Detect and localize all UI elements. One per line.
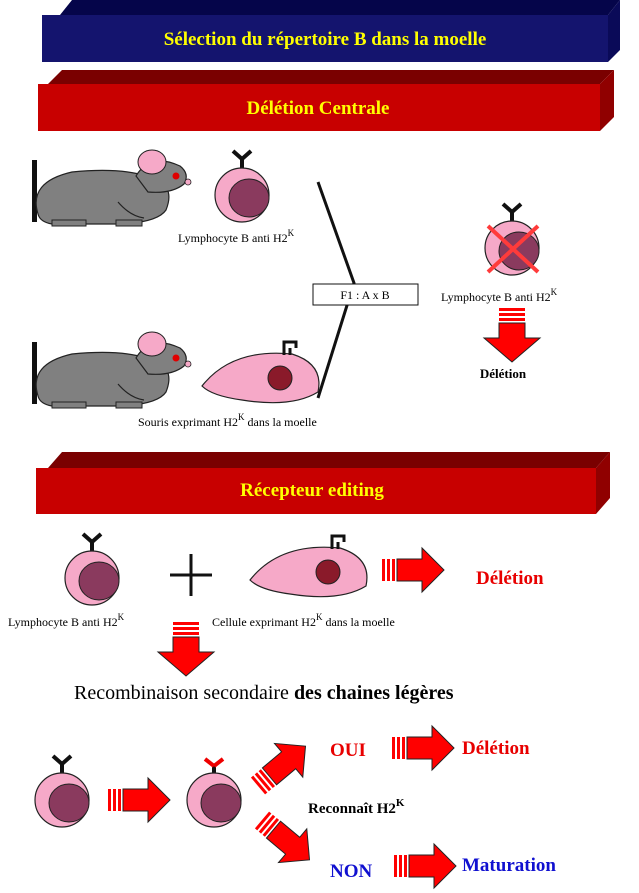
block-arrow-icon-right-1 bbox=[381, 547, 445, 593]
maturation-label: Maturation bbox=[462, 855, 556, 876]
cross-bracket bbox=[316, 181, 356, 399]
block-arrow-icon-down-1 bbox=[483, 307, 541, 363]
block-arrow-icon-right-4 bbox=[393, 843, 457, 889]
block-arrow-icon-up-diagonal bbox=[243, 728, 321, 804]
deletion-label-3: Délétion bbox=[462, 738, 530, 759]
deletion-label-1: Délétion bbox=[480, 366, 527, 381]
cross-box bbox=[312, 283, 419, 306]
mouse-label: Souris exprimant H2K dans la moelle bbox=[138, 412, 317, 429]
cross-out-icon bbox=[486, 224, 540, 274]
section2-banner: Récepteur editing bbox=[36, 452, 610, 514]
b-cell-icon-initial bbox=[33, 754, 91, 829]
main-title-banner: Sélection du répertoire B dans la moelle bbox=[42, 0, 620, 62]
b-cell-icon-editing bbox=[63, 532, 121, 607]
oui-label: OUI bbox=[330, 740, 366, 761]
lymphocyte-label-top: Lymphocyte B anti H2K bbox=[178, 228, 295, 245]
section1-title: Délétion Centrale bbox=[247, 98, 390, 119]
b-cell-icon-deleted bbox=[483, 202, 541, 277]
block-arrow-icon-down-2 bbox=[157, 621, 215, 677]
stromal-cell-icon-editing bbox=[248, 534, 369, 599]
result-label: Lymphocyte B anti H2K bbox=[441, 287, 558, 304]
stromal-cell-icon-top bbox=[200, 340, 321, 405]
cell-label-editing: Cellule exprimant H2K dans la moelle bbox=[212, 612, 395, 629]
main-title: Sélection du répertoire B dans la moelle bbox=[164, 29, 487, 50]
b-cell-icon-top bbox=[213, 149, 271, 224]
recombination-text: Recombinaison secondaire des chaines lég… bbox=[74, 682, 454, 704]
block-arrow-icon-right-2 bbox=[107, 777, 171, 823]
b-cell-icon-edited bbox=[185, 757, 243, 829]
cross-label: F1 : A x B bbox=[340, 288, 389, 302]
mouse-icon-top bbox=[31, 149, 192, 227]
block-arrow-icon-right-3 bbox=[391, 725, 455, 771]
section2-title: Récepteur editing bbox=[240, 480, 384, 501]
non-label: NON bbox=[330, 861, 373, 882]
lymphocyte-label-editing: Lymphocyte B anti H2K bbox=[8, 612, 125, 629]
plus-icon bbox=[170, 554, 212, 596]
recognize-label: Reconnaît H2K bbox=[308, 797, 405, 817]
section1-banner: Délétion Centrale bbox=[38, 70, 614, 131]
deletion-label-2: Délétion bbox=[476, 568, 544, 589]
mouse-icon-bottom bbox=[31, 331, 192, 409]
